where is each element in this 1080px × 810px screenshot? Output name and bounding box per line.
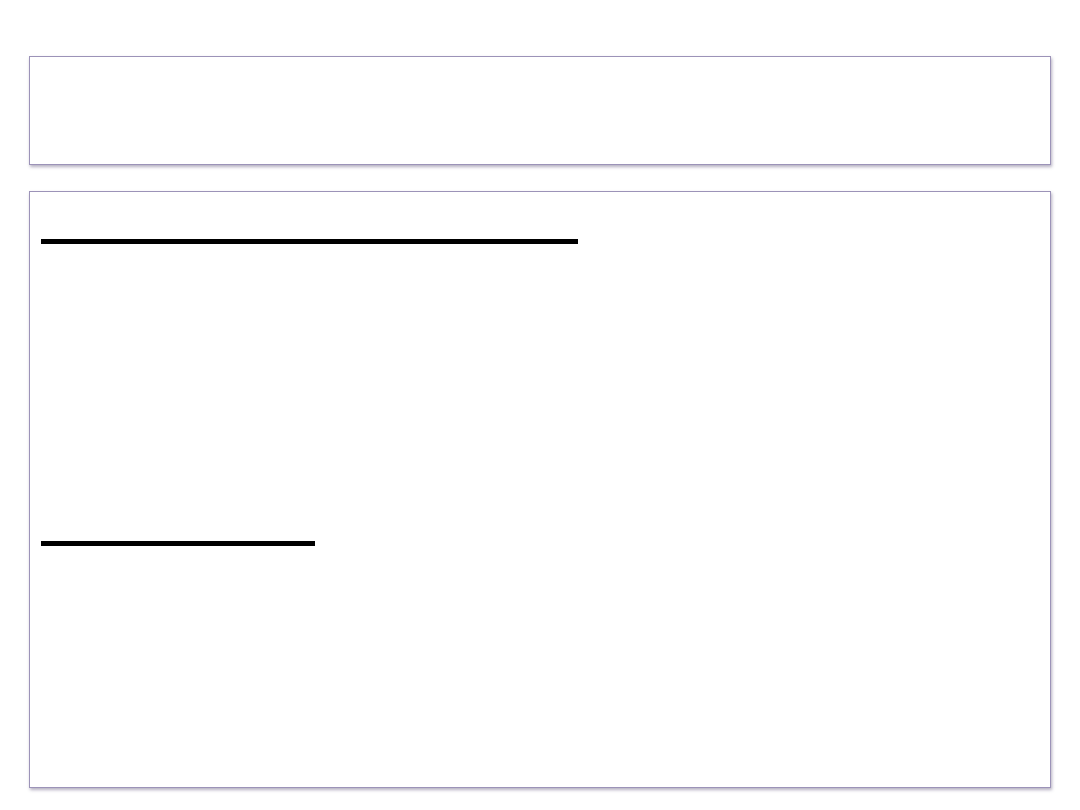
title-placeholder-box	[29, 56, 1051, 165]
underline-rule-long	[41, 239, 578, 244]
content-placeholder-box	[29, 191, 1051, 788]
underline-rule-short	[41, 541, 315, 546]
